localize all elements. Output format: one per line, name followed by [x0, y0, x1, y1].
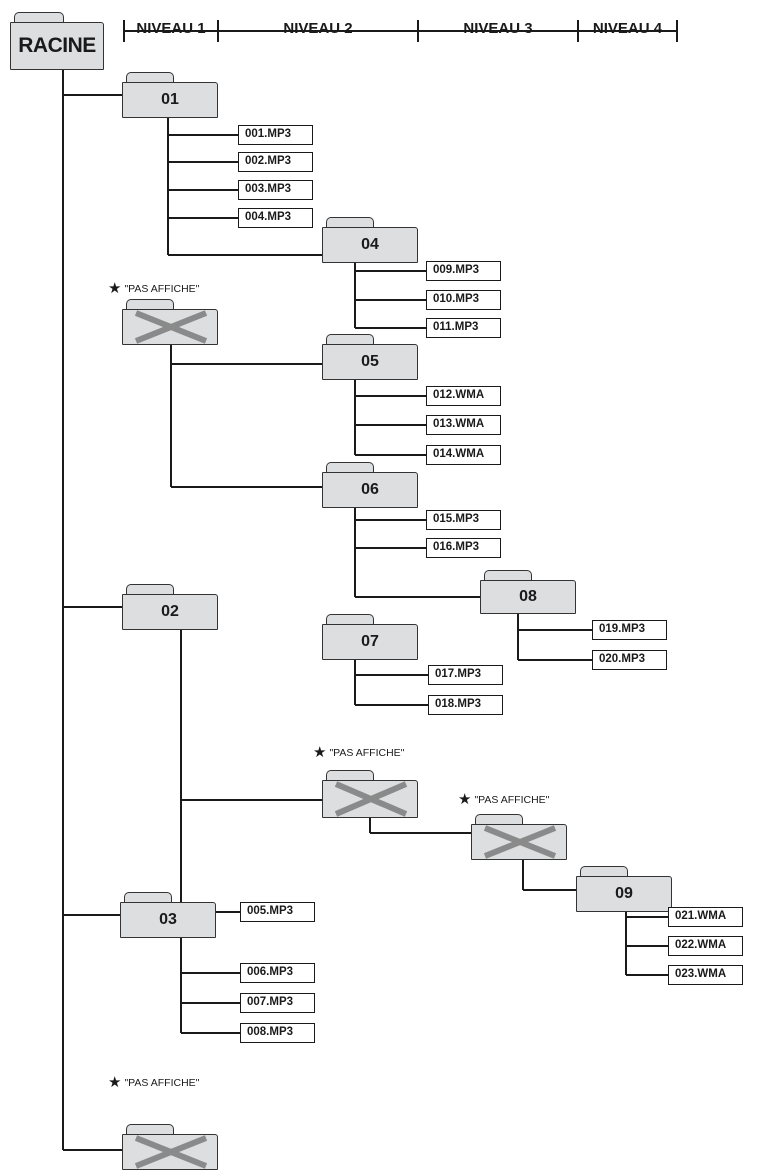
hidden-note-text: "PAS AFFICHE" — [474, 794, 550, 806]
folder-05[interactable]: 05 — [322, 334, 418, 380]
file-007[interactable]: 007.MP3 — [240, 993, 315, 1013]
file-009[interactable]: 009.MP3 — [426, 261, 501, 281]
folder-06-label: 06 — [322, 472, 418, 508]
folder-08-label: 08 — [480, 580, 576, 614]
folder-tab — [580, 866, 628, 879]
file-013[interactable]: 013.WMA — [426, 415, 501, 435]
file-002[interactable]: 002.MP3 — [238, 152, 313, 172]
cross-icon — [134, 1135, 208, 1169]
header-level-1: NIVEAU 1 — [136, 20, 206, 37]
folder-06[interactable]: 06 — [322, 462, 418, 508]
folder-08[interactable]: 08 — [480, 570, 576, 614]
file-017[interactable]: 017.MP3 — [428, 665, 503, 685]
file-008[interactable]: 008.MP3 — [240, 1023, 315, 1043]
file-005[interactable]: 005.MP3 — [240, 902, 315, 922]
star-icon: ★ — [313, 744, 327, 761]
hidden-folder[interactable] — [322, 770, 418, 818]
root-folder-label: RACINE — [10, 22, 104, 70]
star-icon: ★ — [458, 791, 472, 808]
file-012[interactable]: 012.WMA — [426, 386, 501, 406]
file-010[interactable]: 010.MP3 — [426, 290, 501, 310]
folder-05-label: 05 — [322, 344, 418, 380]
root-folder[interactable]: RACINE — [10, 12, 104, 70]
folder-tab — [475, 814, 523, 827]
folder-tab — [126, 72, 174, 85]
folder-tab — [14, 12, 64, 25]
file-004[interactable]: 004.MP3 — [238, 208, 313, 228]
file-018[interactable]: 018.MP3 — [428, 695, 503, 715]
folder-01[interactable]: 01 — [122, 72, 218, 118]
folder-04-label: 04 — [322, 227, 418, 263]
folder-02[interactable]: 02 — [122, 584, 218, 630]
folder-tab — [126, 1124, 174, 1137]
star-icon: ★ — [108, 280, 122, 297]
folder-03[interactable]: 03 — [120, 892, 216, 938]
header-level-4: NIVEAU 4 — [592, 20, 663, 37]
hidden-note-text: "PAS AFFICHE" — [124, 1077, 200, 1089]
header-level-2: NIVEAU 2 — [283, 20, 353, 37]
hidden-note: ★"PAS AFFICHE" — [108, 1075, 199, 1091]
folder-tab — [124, 892, 172, 905]
folder-04[interactable]: 04 — [322, 217, 418, 263]
folder-09-label: 09 — [576, 876, 672, 912]
file-023[interactable]: 023.WMA — [668, 965, 743, 985]
folder-01-label: 01 — [122, 82, 218, 118]
file-001[interactable]: 001.MP3 — [238, 125, 313, 145]
file-014[interactable]: 014.WMA — [426, 445, 501, 465]
file-016[interactable]: 016.MP3 — [426, 538, 501, 558]
folder-02-label: 02 — [122, 594, 218, 630]
cross-icon — [483, 825, 557, 859]
cross-icon — [134, 310, 208, 344]
cross-icon — [334, 781, 408, 817]
header-level-3: NIVEAU 3 — [463, 20, 533, 37]
hidden-folder[interactable] — [122, 1124, 218, 1170]
hidden-folder[interactable] — [471, 814, 567, 860]
hidden-folder[interactable] — [122, 299, 218, 345]
folder-tab — [126, 299, 174, 312]
hidden-note-text: "PAS AFFICHE" — [124, 283, 200, 295]
folder-tab — [326, 334, 374, 347]
hidden-note: ★"PAS AFFICHE" — [313, 745, 404, 761]
hidden-note: ★"PAS AFFICHE" — [458, 792, 549, 808]
folder-tab — [326, 770, 374, 783]
file-003[interactable]: 003.MP3 — [238, 180, 313, 200]
folder-tab — [126, 584, 174, 597]
file-022[interactable]: 022.WMA — [668, 936, 743, 956]
star-icon: ★ — [108, 1074, 122, 1091]
file-006[interactable]: 006.MP3 — [240, 963, 315, 983]
file-019[interactable]: 019.MP3 — [592, 620, 667, 640]
folder-07[interactable]: 07 — [322, 614, 418, 660]
folder-tab — [326, 614, 374, 627]
folder-07-label: 07 — [322, 624, 418, 660]
file-015[interactable]: 015.MP3 — [426, 510, 501, 530]
hidden-note: ★"PAS AFFICHE" — [108, 281, 199, 297]
file-021[interactable]: 021.WMA — [668, 907, 743, 927]
folder-03-label: 03 — [120, 902, 216, 938]
file-011[interactable]: 011.MP3 — [426, 318, 501, 338]
folder-tab — [326, 462, 374, 475]
folder-tab — [484, 570, 532, 583]
hidden-note-text: "PAS AFFICHE" — [329, 747, 405, 759]
file-020[interactable]: 020.MP3 — [592, 650, 667, 670]
folder-tab — [326, 217, 374, 230]
folder-09[interactable]: 09 — [576, 866, 672, 912]
